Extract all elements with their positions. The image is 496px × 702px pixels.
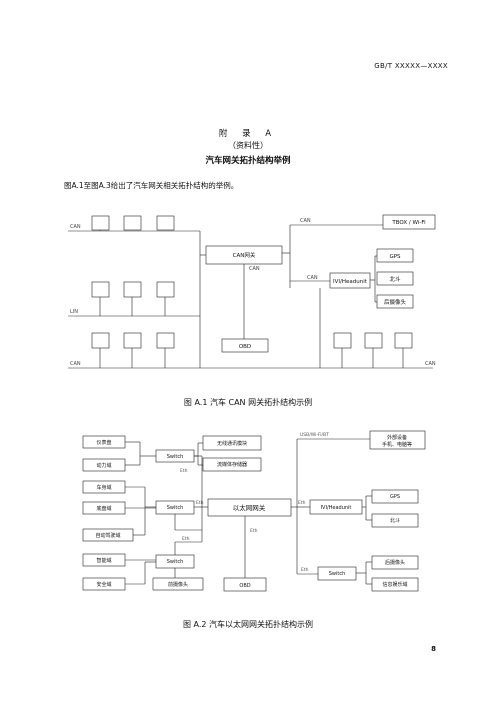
domain-intelligent: 智能域 [96,557,111,564]
page-number: 8 [431,645,436,653]
domain-body: 车身域 [96,484,111,491]
can-tbox-label: CAN [300,218,311,224]
switch-2: Switch [167,505,184,511]
switch-3: Switch [167,559,184,565]
appendix-title: 附 录 A [218,129,278,139]
media-storage: 流媒体存储器 [217,461,247,468]
appendix-heading: 汽车网关拓扑结构举例 [205,156,291,166]
ivi-headunit: IVI/Headunit [321,505,352,511]
intro-paragraph: 图A.1至图A.3给出了汽车网关相关拓扑结构的举例。 [64,181,239,190]
beidou-label-2: 北斗 [390,517,400,524]
can-bottom-left-label: CAN [70,361,81,367]
infotainment-label: 信息娱乐域 [382,581,407,588]
eth-label-2: Eth [196,500,204,506]
ethernet-gateway: 以太网网关 [233,503,266,512]
obd-label-2: OBD [239,583,250,589]
figure-a2-caption: 图 A.2 汽车以太网网关拓扑结构示例 [182,620,314,629]
external-device-line1: 外部设备 [387,434,407,441]
ivi-label: IVI/Headunit [333,279,368,285]
can-ivi-label: CAN [307,275,318,281]
obd-label: OBD [239,344,251,350]
wireless-module: 无线通讯模块 [217,440,247,447]
lin-label: LIN [70,309,78,315]
eth-label-6: Eth [301,567,309,573]
domain-instrument: 仪表盘 [96,439,111,446]
front-camera-label: 前摄像头 [168,581,188,588]
domain-chassis: 底盘域 [96,505,111,512]
gps-label: GPS [389,254,401,260]
usb-label: USB/Wi-Fi/BT [300,432,329,438]
eth-label-5: Eth [298,500,306,506]
beidou-label: 北斗 [389,275,401,283]
switch-1: Switch [167,454,184,460]
can-obd-label: CAN [249,266,260,272]
can-bottom-right-label: CAN [425,361,436,367]
domain-powertrain: 动力域 [96,462,111,469]
eth-label-1: Eth [180,468,188,474]
gps-label-2: GPS [390,494,400,500]
external-device-line2: 手机、电脑等 [382,441,412,448]
tbox-label: TBOX / Wi-Fi [391,220,426,226]
can-gateway-label: CAN网关 [233,251,256,259]
appendix-subtitle: （资料性） [228,141,268,150]
eth-label-4: Eth [250,528,258,534]
rear-camera-label: 后摄像头 [384,298,407,306]
domain-autonomous: 自动驾驶域 [95,532,120,539]
can-top-label: CAN [70,224,81,230]
standard-code: GB/T XXXXX—XXXX [374,62,448,70]
switch-4: Switch [329,571,346,577]
domain-safety: 安全域 [96,581,111,588]
figure-a1-caption: 图 A.1 汽车 CAN 网关拓扑结构示例 [183,398,313,407]
eth-label-3: Eth [182,536,190,542]
rear-camera-label-2: 后摄像头 [385,559,405,566]
